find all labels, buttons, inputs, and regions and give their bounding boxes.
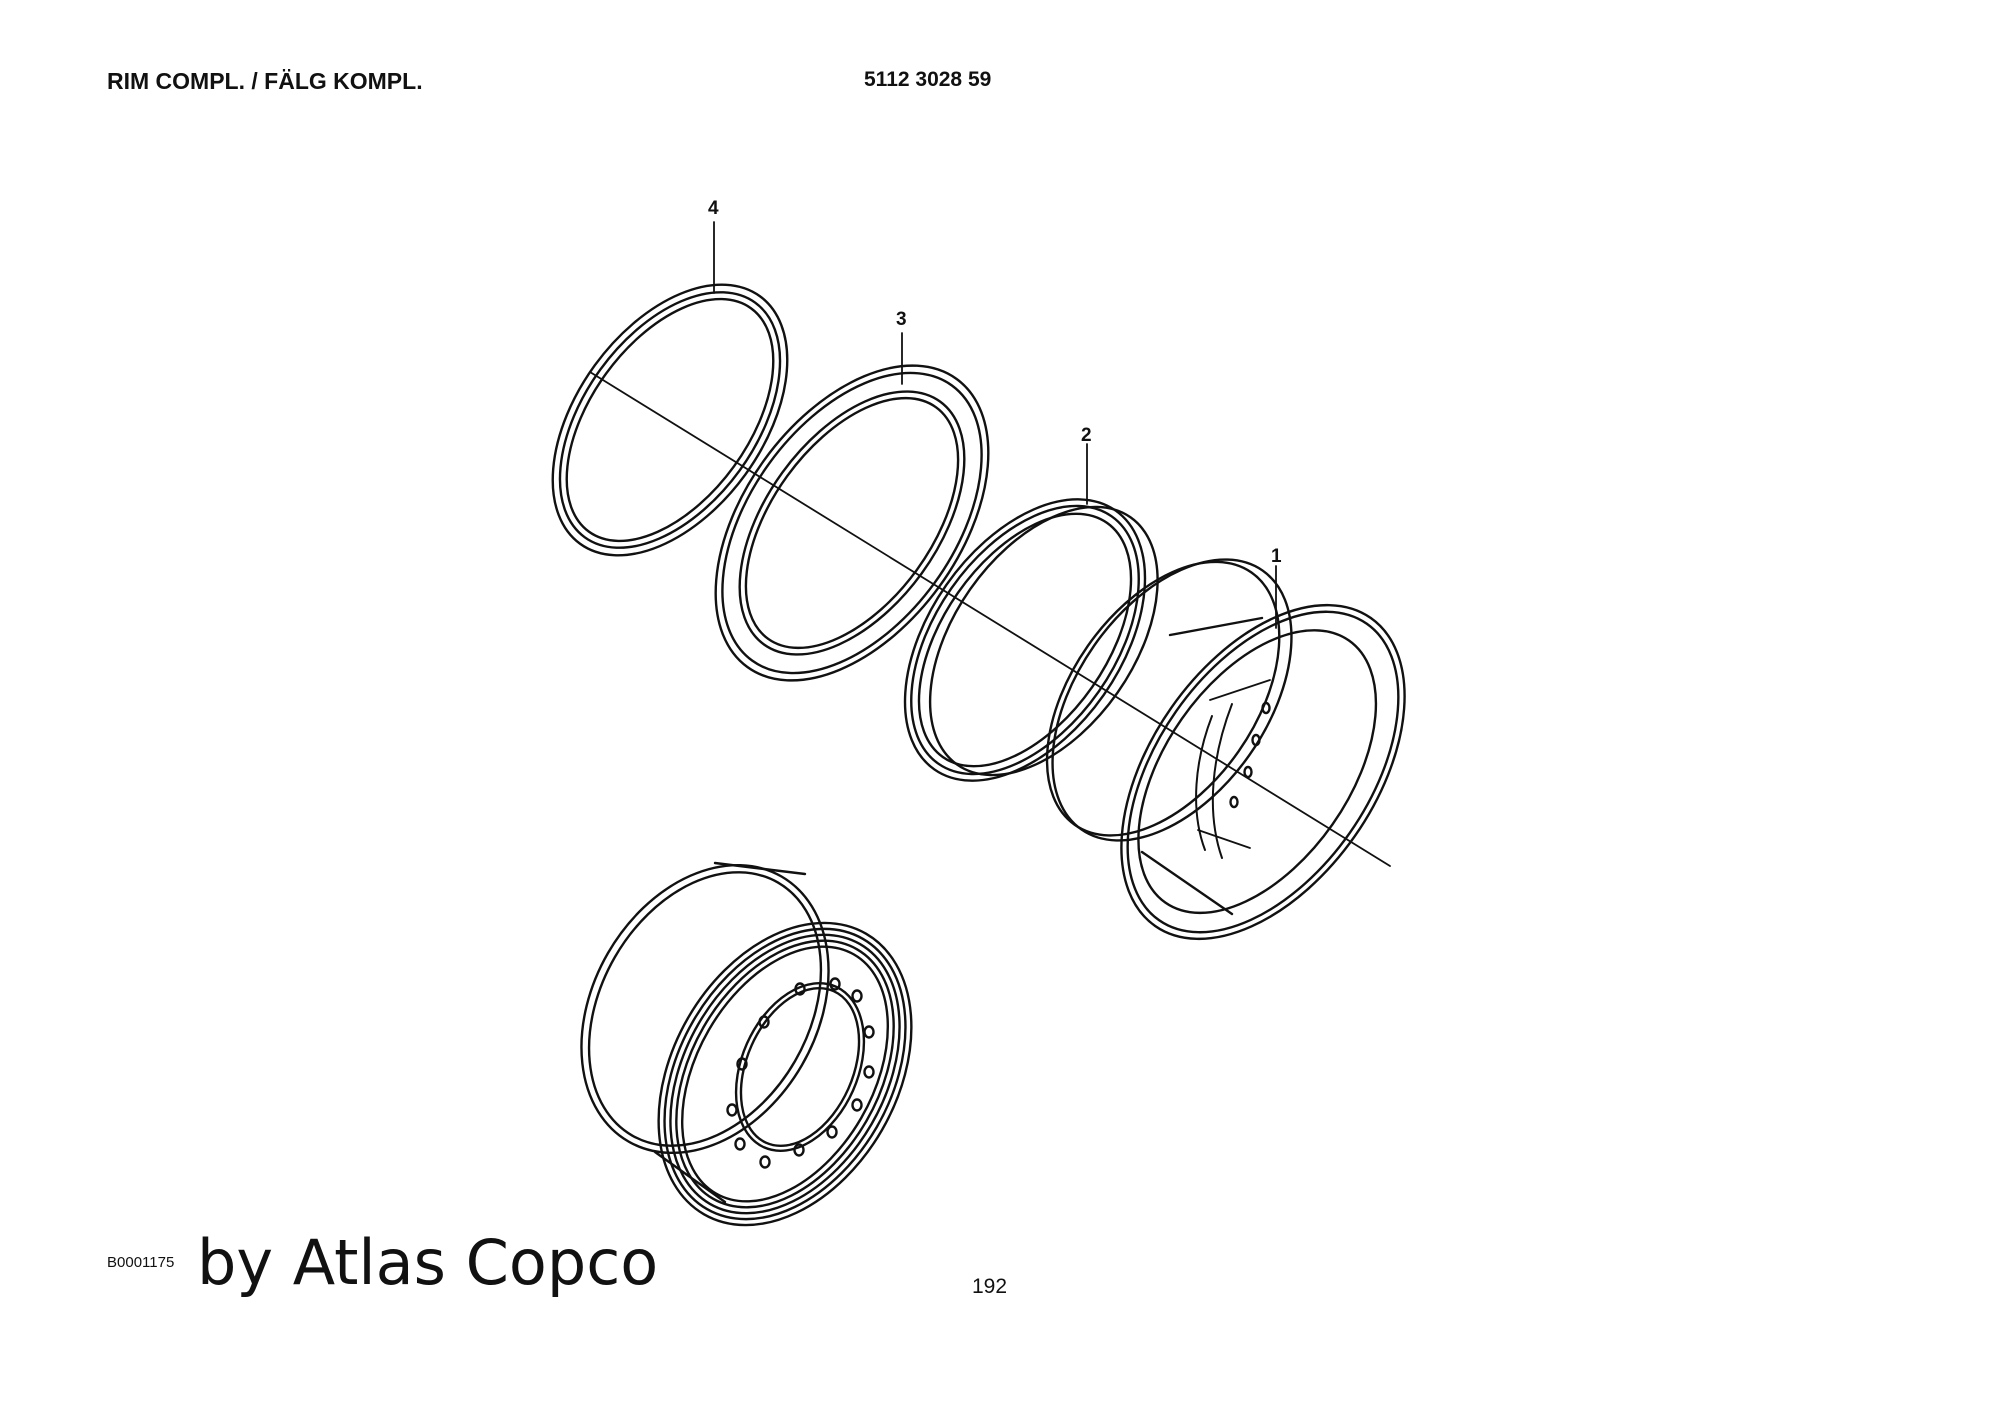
brand-watermark: by Atlas Copco bbox=[197, 1226, 659, 1299]
lock-ring-part-4 bbox=[551, 283, 789, 557]
drawing-title: RIM COMPL. / FÄLG KOMPL. bbox=[107, 68, 423, 94]
drawing-code: B0001175 bbox=[107, 1254, 175, 1271]
callout-2: 2 bbox=[1081, 425, 1092, 446]
callout-1: 1 bbox=[1271, 546, 1282, 567]
page-number: 192 bbox=[972, 1275, 1008, 1298]
bead-seat-ring-part-2 bbox=[903, 498, 1159, 782]
assembly-axis bbox=[589, 371, 1391, 867]
callout-3: 3 bbox=[896, 309, 907, 330]
flange-ring-part-3 bbox=[714, 364, 990, 682]
rim-base-part-1 bbox=[1045, 558, 1406, 941]
callout-4: 4 bbox=[708, 198, 719, 219]
part-number: 5112 3028 59 bbox=[864, 68, 992, 91]
assembled-rim bbox=[580, 861, 913, 1227]
